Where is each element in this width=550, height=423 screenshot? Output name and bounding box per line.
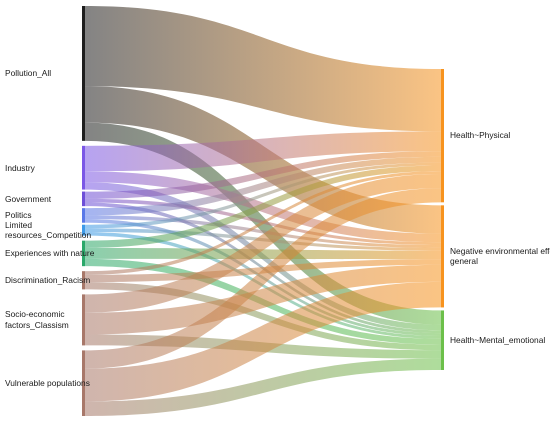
node-label-line: Politics <box>5 210 32 221</box>
link-nature-to-negative[interactable] <box>85 247 441 260</box>
node-label-line: Limited <box>5 219 32 230</box>
link-politics-to-negative[interactable] <box>85 215 441 248</box>
node-label-line: factors_Classism <box>5 319 69 330</box>
node-label-pollution: Pollution_All <box>5 68 51 79</box>
link-industry-to-physical[interactable] <box>85 131 441 172</box>
link-limited-to-physical[interactable] <box>85 162 441 229</box>
node-label-line: Negative environmental effect <box>450 245 550 256</box>
link-classism-to-physical[interactable] <box>85 173 441 313</box>
link-pollution-to-physical[interactable] <box>85 6 441 132</box>
node-label-line: Discrimination_Racism <box>5 275 91 285</box>
node-label-line: Health~Mental_emotional <box>450 335 546 345</box>
link-nature-to-physical[interactable] <box>85 165 441 248</box>
node-pollution[interactable] <box>82 6 85 141</box>
link-racism-to-physical[interactable] <box>85 171 441 275</box>
node-politics[interactable] <box>82 208 85 223</box>
node-industry[interactable] <box>82 145 85 190</box>
node-classism[interactable] <box>82 294 85 346</box>
node-label-line: Industry <box>5 162 35 173</box>
node-label-line: Government <box>5 193 52 204</box>
node-label-racism: Discrimination_Racism <box>5 275 90 286</box>
node-label-nature: Experiences with nature <box>5 248 94 259</box>
sankey-links <box>85 6 441 416</box>
node-label-industry: Industry <box>5 163 35 174</box>
link-vulnerable-to-mental[interactable] <box>85 358 441 416</box>
node-label-physical: Health~Physical <box>450 130 510 141</box>
link-government-to-physical[interactable] <box>85 151 441 199</box>
link-racism-to-mental[interactable] <box>85 282 441 351</box>
node-label-line: Pollution_All <box>5 68 52 79</box>
node-negative[interactable] <box>441 205 444 308</box>
node-limited[interactable] <box>82 224 85 236</box>
node-label-line: Socio-economic <box>5 309 65 320</box>
sankey-nodes <box>82 6 444 416</box>
node-government[interactable] <box>82 191 85 207</box>
node-label-line: Experiences with nature <box>5 248 95 259</box>
node-nature[interactable] <box>82 240 85 267</box>
link-classism-to-negative[interactable] <box>85 264 441 335</box>
node-racism[interactable] <box>82 271 85 290</box>
node-label-government: Government <box>5 194 51 205</box>
node-vulnerable[interactable] <box>82 350 85 416</box>
node-label-line: general <box>450 256 478 267</box>
node-physical[interactable] <box>441 69 444 203</box>
node-label-vulnerable: Vulnerable populations <box>5 378 90 389</box>
node-label-mental: Health~Mental_emotional <box>450 335 545 346</box>
link-vulnerable-to-physical[interactable] <box>85 188 441 369</box>
link-politics-to-physical[interactable] <box>85 156 441 216</box>
node-label-politics: Politics <box>5 210 32 221</box>
node-label-line: Vulnerable populations <box>5 378 90 388</box>
node-label-line: Health~Physical <box>450 130 511 141</box>
node-label-line: resources_Competition <box>5 230 92 241</box>
link-vulnerable-to-negative[interactable] <box>85 281 441 402</box>
node-mental[interactable] <box>441 310 444 370</box>
